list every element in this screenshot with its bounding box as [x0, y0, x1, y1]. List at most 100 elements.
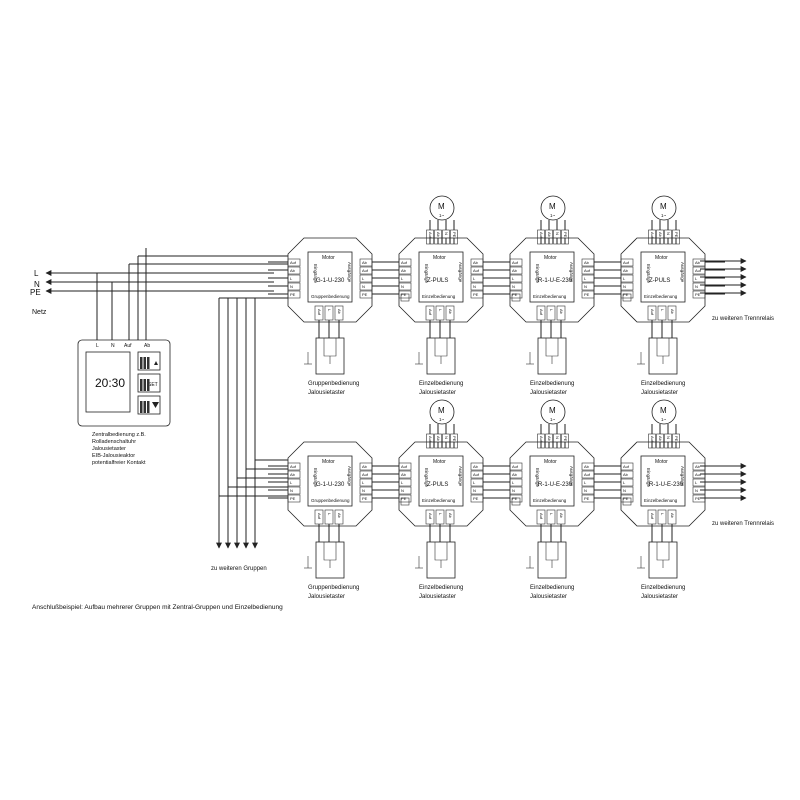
terminal-left-label: N — [623, 488, 626, 493]
terminal-bottom-label: Auf — [317, 513, 322, 520]
module-caption-line: Gruppenbedienung — [308, 585, 359, 591]
terminal-right-label: Auf — [584, 268, 591, 273]
module-inputs-label: Eingänge — [424, 468, 429, 488]
terminal-left-label: L — [401, 276, 404, 281]
terminal-left-label: L — [512, 480, 515, 485]
motor-terminal-label: N — [555, 436, 560, 439]
terminal-left-label: PE — [290, 292, 296, 297]
terminal-right-label: L — [695, 276, 698, 281]
terminal-bottom-label: Ab — [448, 513, 453, 519]
motor-terminal-label: Auf — [428, 232, 433, 239]
module-caption-line: Jalousietaster — [419, 390, 456, 396]
terminal-right-label: L — [695, 480, 698, 485]
motor-terminal-label: Ab — [436, 232, 441, 238]
label-to-groups: zu weiteren Gruppen — [211, 566, 267, 572]
terminal-left-label: PE — [512, 496, 518, 501]
module-caption-line: Jalousietaster — [641, 594, 678, 600]
motor-terminal-label: Auf — [428, 436, 433, 443]
motor-icon — [651, 399, 677, 425]
terminal-left-label: PE — [401, 496, 407, 501]
controller-terminal-ab: Ab — [144, 343, 150, 349]
terminal-right-label: N — [695, 284, 698, 289]
motor-terminal-label: N — [444, 436, 449, 439]
terminal-right-label: PE — [362, 496, 368, 501]
terminal-left-label: Ab — [290, 472, 296, 477]
motor-terminal-label: Ab — [658, 232, 663, 238]
motor-phase-label: 1~ — [661, 417, 667, 422]
dip-switch-icon — [622, 293, 632, 302]
controller-key-bar — [143, 379, 146, 391]
terminal-left-label: L — [290, 276, 293, 281]
module-inputs-label: Eingänge — [646, 264, 651, 284]
terminal-right-label: N — [362, 284, 365, 289]
down-arrow-icon[interactable] — [152, 402, 159, 408]
module-motor-label: Motor — [322, 255, 335, 261]
terminal-bottom-label: L — [660, 309, 665, 312]
terminal-left-label: Auf — [623, 464, 630, 469]
terminal-left-label: Auf — [512, 464, 519, 469]
terminal-bottom-label: Auf — [539, 513, 544, 520]
motor-symbol: M — [438, 202, 445, 211]
module-outputs-label: Ausgänge — [569, 466, 574, 487]
module-type-name: Z-PULS — [649, 278, 670, 284]
terminal-right-label: N — [362, 488, 365, 493]
controller-terminal-n: N — [111, 343, 115, 349]
controller-key-bar — [140, 379, 143, 391]
module-type-name: G-1-U-230 — [316, 482, 345, 488]
up-arrow-icon[interactable] — [154, 361, 158, 365]
diagram-caption: Anschlußbeispiel: Aufbau mehrerer Gruppe… — [32, 604, 283, 611]
terminal-right-label: L — [584, 276, 587, 281]
dip-switch-icon — [511, 497, 521, 506]
motor-terminal-label: Auf — [650, 232, 655, 239]
dip-switch-icon — [400, 293, 410, 302]
terminal-left-label: Auf — [401, 260, 408, 265]
motor-symbol: M — [660, 202, 667, 211]
motor-terminal-label: PE — [563, 232, 568, 238]
module-type-name: Z-PULS — [427, 278, 448, 284]
module-outputs-label: Ausgänge — [347, 262, 352, 283]
module-caption-line: Jalousietaster — [530, 594, 567, 600]
terminal-right-label: Auf — [695, 268, 702, 273]
motor-terminal-label: N — [666, 436, 671, 439]
terminal-right-label: Ab — [695, 464, 701, 469]
motor-icon — [429, 399, 455, 425]
motor-symbol: M — [549, 202, 556, 211]
motor-terminal-label: N — [666, 232, 671, 235]
terminal-right-label: PE — [695, 496, 701, 501]
terminal-right-label: Ab — [473, 464, 479, 469]
motor-terminal-label: Ab — [658, 436, 663, 442]
motor-terminal-label: Auf — [650, 436, 655, 443]
terminal-left-label: N — [512, 284, 515, 289]
terminal-right-label: N — [584, 284, 587, 289]
terminal-bottom-label: Auf — [650, 309, 655, 316]
relay-outputs: zu weiteren Trennrelais zu weiteren Tren… — [700, 258, 774, 527]
module-role-label: Gruppenbedienung — [311, 498, 350, 503]
terminal-bottom-label: Ab — [559, 309, 564, 315]
controller-key-bar — [147, 401, 150, 413]
terminal-right-label: Auf — [473, 472, 480, 477]
terminal-left-label: PE — [401, 292, 407, 297]
module-motor-label: Motor — [322, 459, 335, 465]
terminal-left-label: L — [512, 276, 515, 281]
controller-time: 20:30 — [95, 376, 125, 390]
terminal-left-label: L — [401, 480, 404, 485]
terminal-left-label: Ab — [290, 268, 296, 273]
terminal-left-label: Ab — [401, 268, 407, 273]
terminal-left-label: Auf — [623, 260, 630, 265]
module-type-name: Z-PULS — [427, 482, 448, 488]
controller-caption-line: Rolladenschaltuhr — [92, 439, 136, 445]
terminal-left-label: Ab — [512, 268, 518, 273]
module-role-label: Einzelbedienung — [533, 498, 567, 503]
terminal-left-label: Auf — [290, 260, 297, 265]
module-label-box — [307, 251, 353, 303]
mains-label-l: L — [34, 269, 39, 278]
terminal-right-label: L — [362, 276, 365, 281]
module-label-box — [640, 251, 686, 303]
module-caption-line: Jalousietaster — [530, 390, 567, 396]
module-label-box — [529, 251, 575, 303]
